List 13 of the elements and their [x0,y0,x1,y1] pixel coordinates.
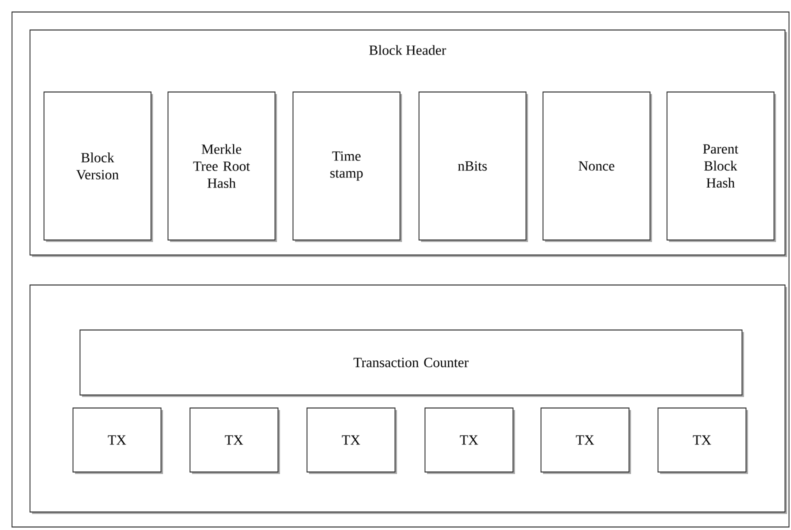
tx-box: TX [424,408,515,474]
field-box: Merkle Tree Root Hash [168,92,277,242]
tx-box: TX [306,408,397,474]
field-box: Parent Block Hash [666,92,776,242]
field-box: Nonce [542,92,652,242]
tx-box: TX [540,408,631,474]
tx-box: TX [658,408,748,474]
field-box: Block Version [44,92,153,242]
tx-box: TX [72,408,163,474]
tx-box: TX [190,408,280,474]
field-box: Time stamp [292,92,402,242]
field-box: nBits [418,92,528,242]
counter-box: Transaction Counter [80,330,744,397]
